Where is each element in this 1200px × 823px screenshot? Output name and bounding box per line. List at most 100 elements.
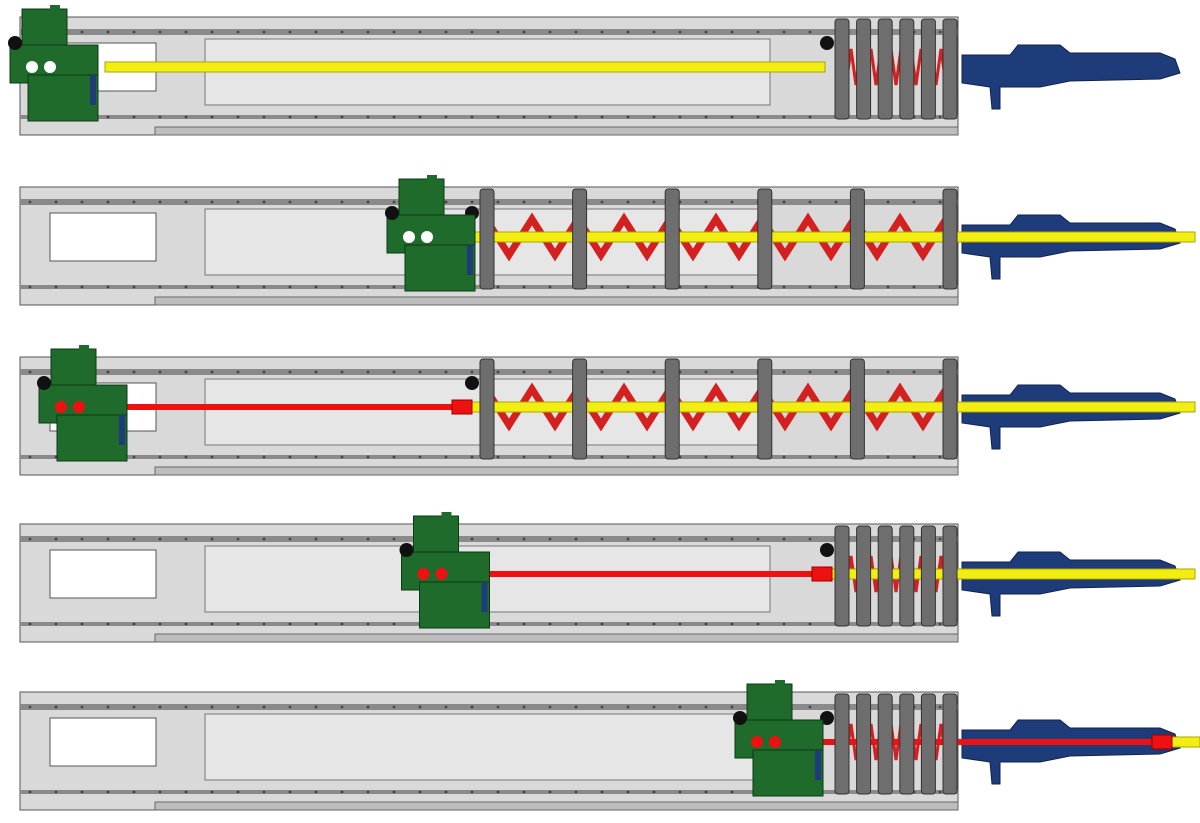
bolt <box>522 622 526 626</box>
bolt <box>288 200 292 204</box>
bolt <box>158 30 162 34</box>
bolt <box>548 705 552 709</box>
carriage-port <box>751 736 763 748</box>
bolt <box>574 30 578 34</box>
bolt <box>600 200 604 204</box>
bolt <box>444 30 448 34</box>
bolt <box>704 622 708 626</box>
bolt <box>470 705 474 709</box>
bolt <box>470 790 474 794</box>
bellows <box>483 212 949 262</box>
bolt <box>444 705 448 709</box>
bolt <box>210 705 214 709</box>
bolt <box>106 705 110 709</box>
bolt <box>522 115 526 119</box>
bolt <box>158 200 162 204</box>
bolt <box>652 790 656 794</box>
bolt <box>678 622 682 626</box>
carriage-body <box>56 414 128 462</box>
bellows-support <box>856 693 872 795</box>
bolt <box>678 537 682 541</box>
end-stop <box>820 36 834 50</box>
inner-tube <box>486 571 820 577</box>
carriage-port <box>421 231 433 243</box>
nozzle-assembly <box>961 44 1181 110</box>
bolt <box>366 30 370 34</box>
bolt <box>652 115 656 119</box>
bolt <box>418 30 422 34</box>
bolt <box>80 285 84 289</box>
bolt <box>782 285 786 289</box>
bolt <box>80 622 84 626</box>
bolt <box>210 370 214 374</box>
bolt <box>574 537 578 541</box>
bolt <box>28 537 32 541</box>
window-cutout <box>49 212 157 262</box>
bolt <box>782 30 786 34</box>
bolt <box>106 285 110 289</box>
bolt <box>730 200 734 204</box>
bolt <box>340 115 344 119</box>
bolt <box>704 370 708 374</box>
bolt <box>444 200 448 204</box>
bolt <box>600 370 604 374</box>
bolt <box>444 370 448 374</box>
window-cutout <box>49 549 157 599</box>
bolt <box>678 30 682 34</box>
bolt <box>288 622 292 626</box>
bolt <box>808 285 812 289</box>
bolt <box>366 622 370 626</box>
carriage-port <box>417 568 430 580</box>
bolt <box>392 285 396 289</box>
bolt <box>496 370 500 374</box>
bolt <box>210 790 214 794</box>
carriage-body <box>419 581 490 629</box>
bolt <box>340 200 344 204</box>
bolt <box>262 285 266 289</box>
bolt <box>288 537 292 541</box>
bolt <box>392 705 396 709</box>
inner-tube-tip <box>811 566 833 582</box>
bolt <box>184 115 188 119</box>
bolt <box>652 370 656 374</box>
bolt <box>938 115 942 119</box>
bolt <box>184 200 188 204</box>
bolt <box>340 370 344 374</box>
carriage-body <box>404 244 476 292</box>
bolt <box>626 622 630 626</box>
bolt <box>28 705 32 709</box>
bolt <box>28 200 32 204</box>
bolt <box>600 790 604 794</box>
bellows-support <box>664 188 680 290</box>
nozzle-assembly <box>961 384 1181 450</box>
carriage-roller <box>399 543 414 557</box>
bolt <box>444 455 448 459</box>
bolt <box>782 622 786 626</box>
bolt <box>808 370 812 374</box>
bolt <box>808 537 812 541</box>
bolt <box>652 455 656 459</box>
bolt <box>236 790 240 794</box>
bolt <box>938 370 942 374</box>
bolt <box>600 622 604 626</box>
bellows-support <box>920 18 936 120</box>
bolt <box>340 790 344 794</box>
bolt <box>704 537 708 541</box>
bolt <box>158 285 162 289</box>
carriage-top-plate <box>398 178 445 220</box>
bolt <box>132 622 136 626</box>
bellows-support <box>856 18 872 120</box>
bolt <box>340 285 344 289</box>
bolt <box>652 30 656 34</box>
bolt <box>496 790 500 794</box>
bolt <box>574 115 578 119</box>
bolt <box>886 200 890 204</box>
bolt <box>314 285 318 289</box>
bellows-support <box>849 188 865 290</box>
end-stop <box>820 543 834 557</box>
bolt <box>288 285 292 289</box>
bolt <box>54 622 58 626</box>
outer-tube <box>459 401 1196 413</box>
bolt <box>210 622 214 626</box>
